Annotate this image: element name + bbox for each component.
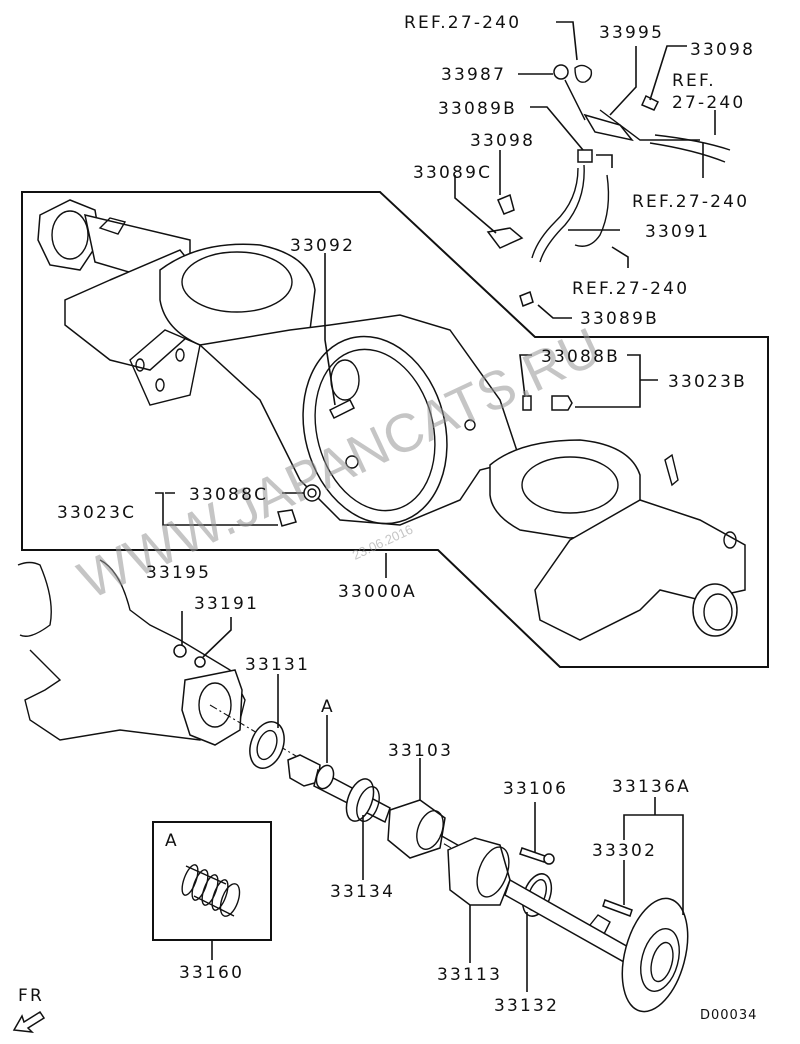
label-33195[interactable]: 33195 — [146, 563, 211, 583]
label-33091[interactable]: 33091 — [645, 222, 710, 242]
label-33092[interactable]: 33092 — [290, 236, 355, 256]
abs-rotor-33134[interactable] — [341, 775, 383, 825]
label-ref-27-240-lower[interactable]: REF.27-240 — [572, 279, 689, 299]
label-33098-mid[interactable]: 33098 — [470, 131, 535, 151]
label-33302[interactable]: 33302 — [592, 841, 657, 861]
label-ref-right-2[interactable]: 27-240 — [672, 93, 745, 113]
drain-plug-33023c[interactable] — [277, 484, 321, 527]
label-33098-top[interactable]: 33098 — [690, 40, 755, 60]
label-33136a[interactable]: 33136A — [612, 777, 691, 797]
label-33191[interactable]: 33191 — [194, 594, 259, 614]
label-33113[interactable]: 33113 — [437, 965, 502, 985]
diagram-code: D00034 — [700, 1008, 757, 1023]
label-33134[interactable]: 33134 — [330, 882, 395, 902]
label-33000a[interactable]: 33000A — [338, 582, 417, 602]
label-shaft-a: A — [321, 697, 335, 717]
fill-plug-33023b[interactable] — [522, 395, 573, 411]
label-33103[interactable]: 33103 — [388, 741, 453, 761]
label-fr: FR — [18, 986, 44, 1006]
housing-group-border — [21, 191, 769, 668]
label-33106[interactable]: 33106 — [503, 779, 568, 799]
label-detail-a: A — [165, 831, 179, 851]
hub-bolt-33302[interactable] — [602, 899, 633, 917]
spring-33160[interactable] — [179, 863, 243, 919]
bearing-33103[interactable] — [387, 799, 448, 859]
oil-seal-33131[interactable] — [244, 717, 290, 773]
label-33089b-top[interactable]: 33089B — [438, 99, 517, 119]
label-ref-27-240-top-left[interactable]: REF.27-240 — [404, 13, 521, 33]
axle-housing[interactable] — [37, 199, 746, 641]
date-stamp: 23.06.2016 — [350, 522, 415, 563]
label-33089b-low[interactable]: 33089B — [580, 309, 659, 329]
retainer-33113[interactable] — [447, 837, 515, 906]
bolt-33106[interactable] — [519, 847, 555, 865]
leader-lines — [155, 21, 716, 992]
washer-33191[interactable] — [194, 656, 206, 668]
breather-assembly[interactable] — [486, 64, 731, 308]
label-33131[interactable]: 33131 — [245, 655, 310, 675]
label-33995[interactable]: 33995 — [599, 23, 664, 43]
nut-33195[interactable] — [173, 644, 187, 658]
bolt-33092[interactable] — [328, 398, 356, 420]
label-33160[interactable]: 33160 — [179, 963, 244, 983]
label-33132[interactable]: 33132 — [494, 996, 559, 1016]
label-33023b[interactable]: 33023B — [668, 372, 747, 392]
label-33088c[interactable]: 33088C — [189, 485, 268, 505]
label-ref-27-240-mid-right[interactable]: REF.27-240 — [632, 192, 749, 212]
axle-shaft-33136a[interactable] — [504, 878, 699, 1019]
label-33023c[interactable]: 33023C — [57, 503, 136, 523]
front-direction-arrow-icon — [12, 1010, 46, 1033]
label-33088b[interactable]: 33088B — [541, 347, 620, 367]
label-33987[interactable]: 33987 — [441, 65, 506, 85]
housing-ghost-outline — [17, 559, 246, 746]
label-ref-right-1[interactable]: REF. — [672, 71, 716, 91]
label-33089c[interactable]: 33089C — [413, 163, 492, 183]
